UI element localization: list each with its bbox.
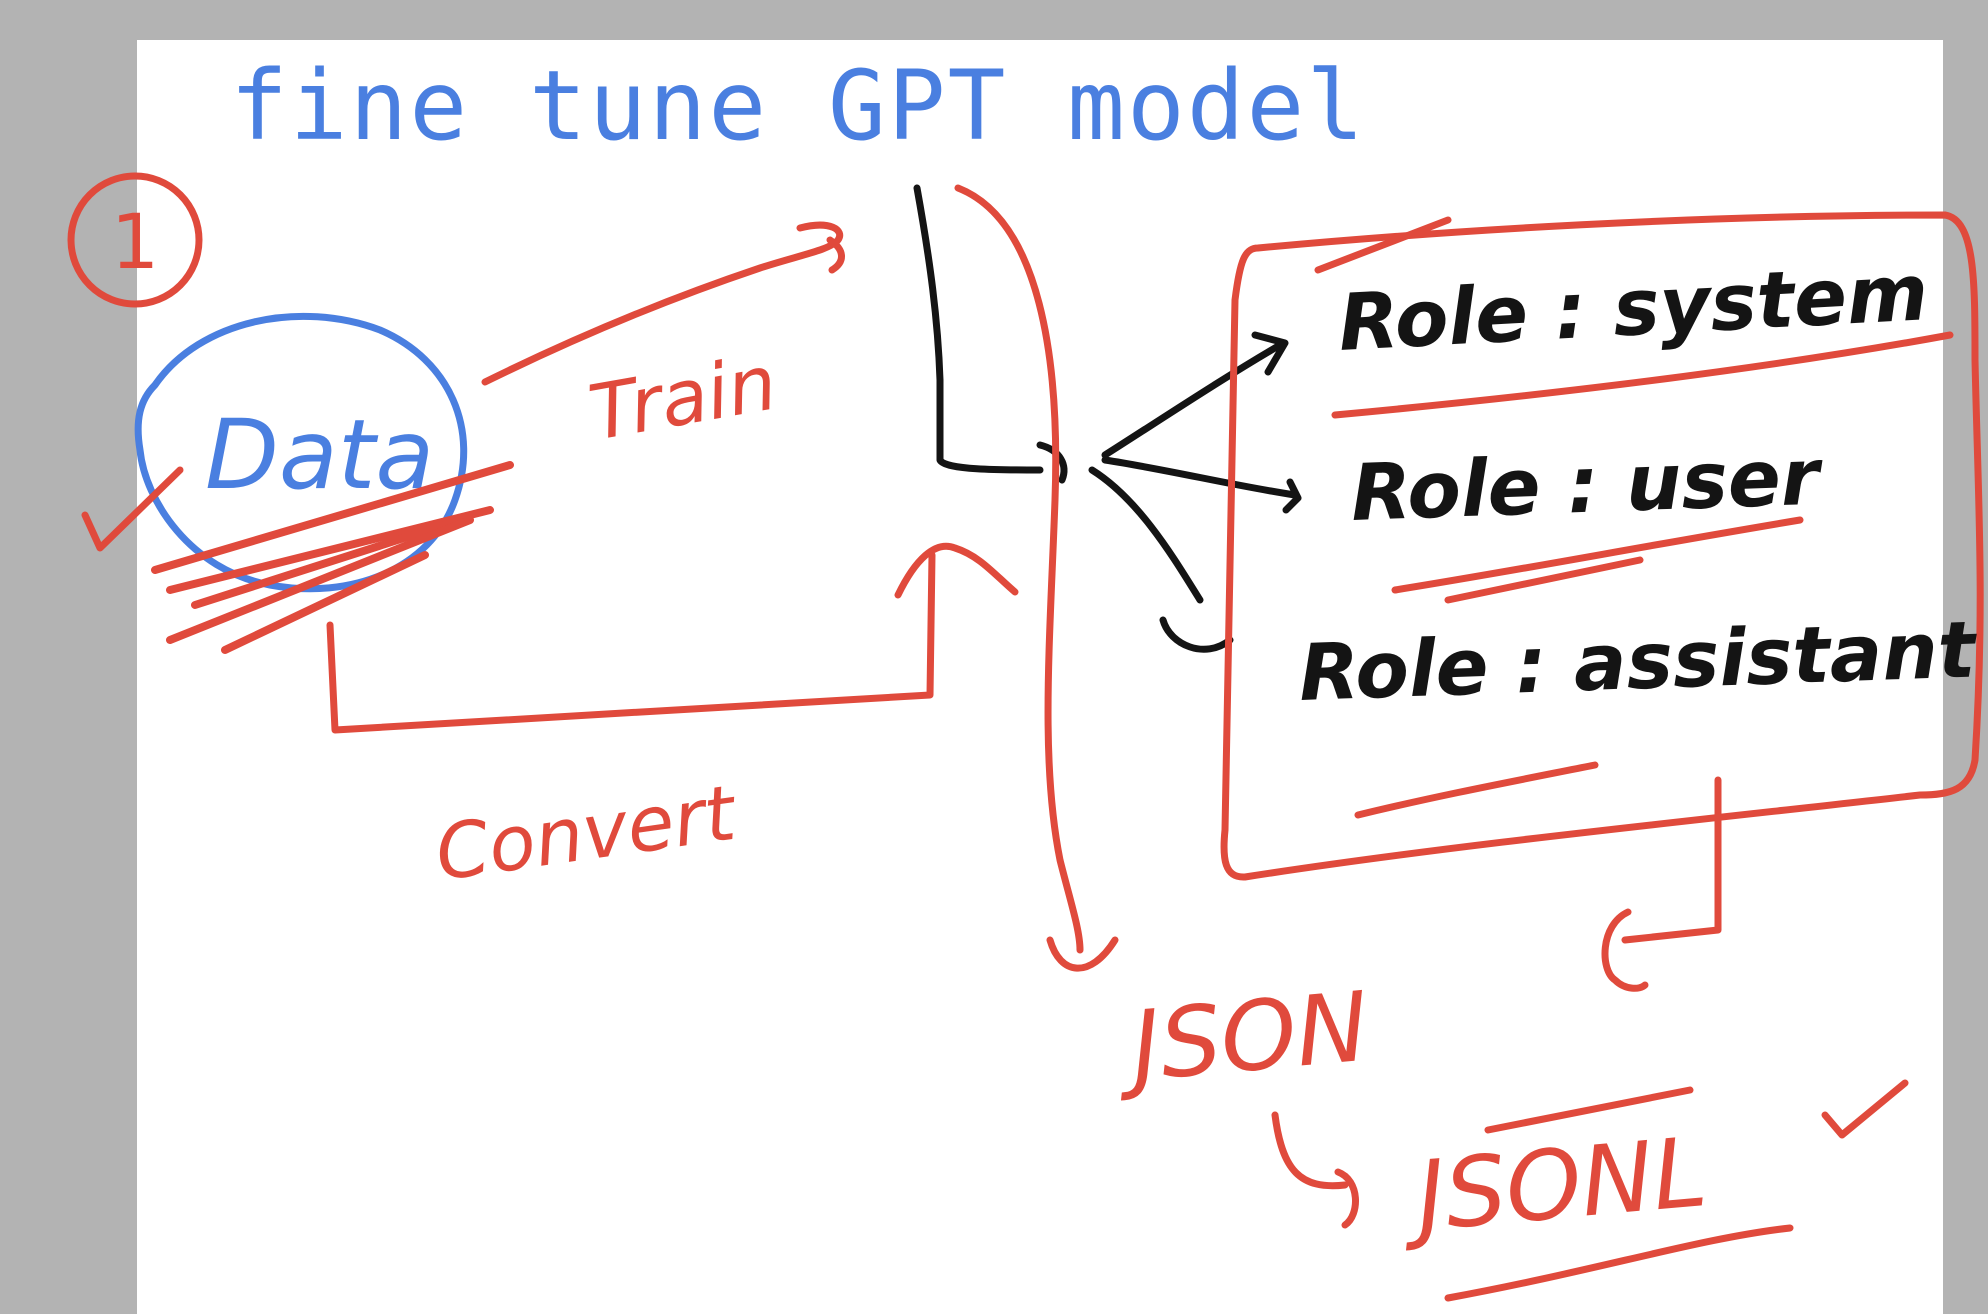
convert-label: Convert — [430, 767, 743, 897]
jsonl-label: JSONL — [1396, 1116, 1711, 1254]
role-assistant: Role : assistant — [1298, 605, 1980, 719]
page-title: fine tune GPT model — [230, 50, 1367, 162]
role-branch-arrows — [1088, 331, 1302, 653]
train-arrow — [481, 221, 845, 386]
json-label: JSON — [1111, 971, 1372, 1105]
jsonl-check-icon — [1821, 1079, 1909, 1139]
roles-box — [1220, 211, 1984, 881]
strike-scribble — [151, 461, 514, 654]
convert-arrow — [326, 542, 1019, 734]
bracket-tip — [1036, 441, 1068, 484]
check-icon — [81, 466, 184, 552]
json-arrow — [954, 184, 1119, 972]
json-to-jsonl-arrow — [1271, 1111, 1359, 1229]
step-marker-circle — [67, 172, 203, 308]
role-underlines — [1331, 331, 1954, 819]
box-to-jsonl-arrow — [1601, 776, 1722, 992]
train-label: Train — [583, 337, 783, 457]
jsonl-top-stroke — [1484, 1086, 1694, 1134]
jsonl-underline — [1444, 1224, 1794, 1302]
role-user: Role : user — [1350, 433, 1826, 539]
data-label: Data — [205, 399, 434, 511]
bracket — [913, 184, 1044, 474]
step-marker-label: 1 — [111, 197, 159, 286]
data-circle — [134, 312, 468, 593]
roles-box-top-stroke — [1314, 216, 1452, 274]
